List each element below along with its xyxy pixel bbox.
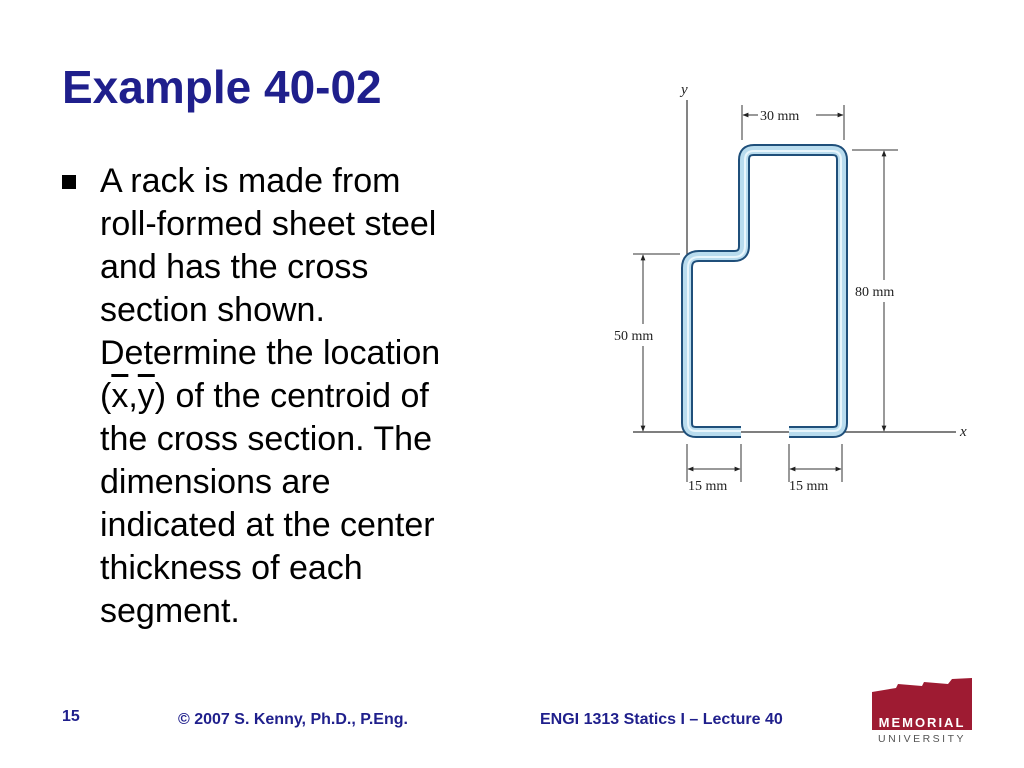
bullet-line: the cross section. The [100,420,432,458]
bullet-line: A rack is made from [100,162,401,200]
page-number: 15 [62,708,80,725]
bullet-line: dimensions are [100,463,331,501]
centroid-rest: ) of the centroid of [154,377,429,415]
bullet-text: A rack is made from roll-formed sheet st… [100,160,520,633]
footer-copyright: © 2007 S. Kenny, Ph.D., P.Eng. [178,711,408,728]
bullet-line: section shown. [100,291,325,329]
logo-name-top: MEMORIAL [879,715,966,730]
bullet-line: thickness of each [100,549,363,587]
logo-flag-shape [872,678,972,714]
bullet-line: Determine the location [100,334,441,372]
bullet-line: indicated at the center [100,506,435,544]
bullet-line: and has the cross [100,248,369,286]
y-axis-label: y [679,82,688,98]
paren-open: ( [100,377,112,415]
bullet-line: roll-formed sheet steel [100,205,437,243]
logo-band [872,714,972,730]
bullet-line: segment. [100,592,240,630]
logo-name-bottom: UNIVERSITY [878,733,966,745]
cross-section-figure: y x 30 mm 80 mm 50 mm 15 mm [614,82,967,494]
section-outline [681,144,848,438]
section-fill [683,146,846,436]
memorial-university-logo: MEMORIAL UNIVERSITY [872,678,972,745]
bullet-square-icon [62,175,76,189]
x-bar: x [111,377,129,415]
dim-right-label: 80 mm [855,285,894,300]
footer-course: ENGI 1313 Statics I – Lecture 40 [540,711,783,728]
slide-title: Example 40-02 [62,61,382,113]
dim-bl-label: 15 mm [688,479,727,494]
dim-top-label: 30 mm [760,109,799,124]
x-axis-label: x [959,424,967,440]
comma: , [128,377,138,415]
dim-br-label: 15 mm [789,479,828,494]
centroid-line: (x,y) of the centroid of [100,375,520,418]
section-highlight [687,150,842,432]
dim-left-label: 50 mm [614,329,653,344]
y-bar: y [137,377,155,415]
